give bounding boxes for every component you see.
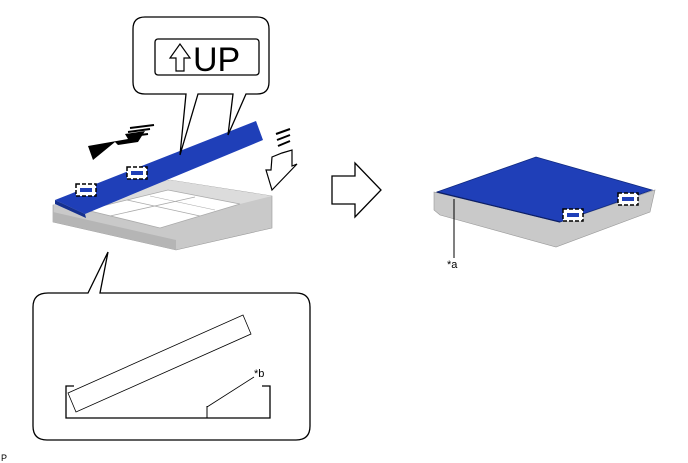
detail-callout: *b — [32, 251, 311, 441]
up-arrow-icon — [168, 42, 192, 72]
push-down-arrow-icon — [265, 128, 298, 192]
cover-edge-detail — [67, 314, 252, 413]
filter-assembly-installed — [433, 156, 656, 248]
figure-code: P — [1, 453, 7, 463]
cover-tilted — [55, 121, 263, 218]
label-b: *b — [254, 368, 264, 380]
up-label: UP — [193, 41, 240, 79]
slide-arrow-icon — [88, 124, 155, 160]
up-callout: UP — [132, 16, 270, 156]
label-a: *a — [447, 259, 458, 271]
next-step-arrow-icon — [331, 161, 382, 219]
